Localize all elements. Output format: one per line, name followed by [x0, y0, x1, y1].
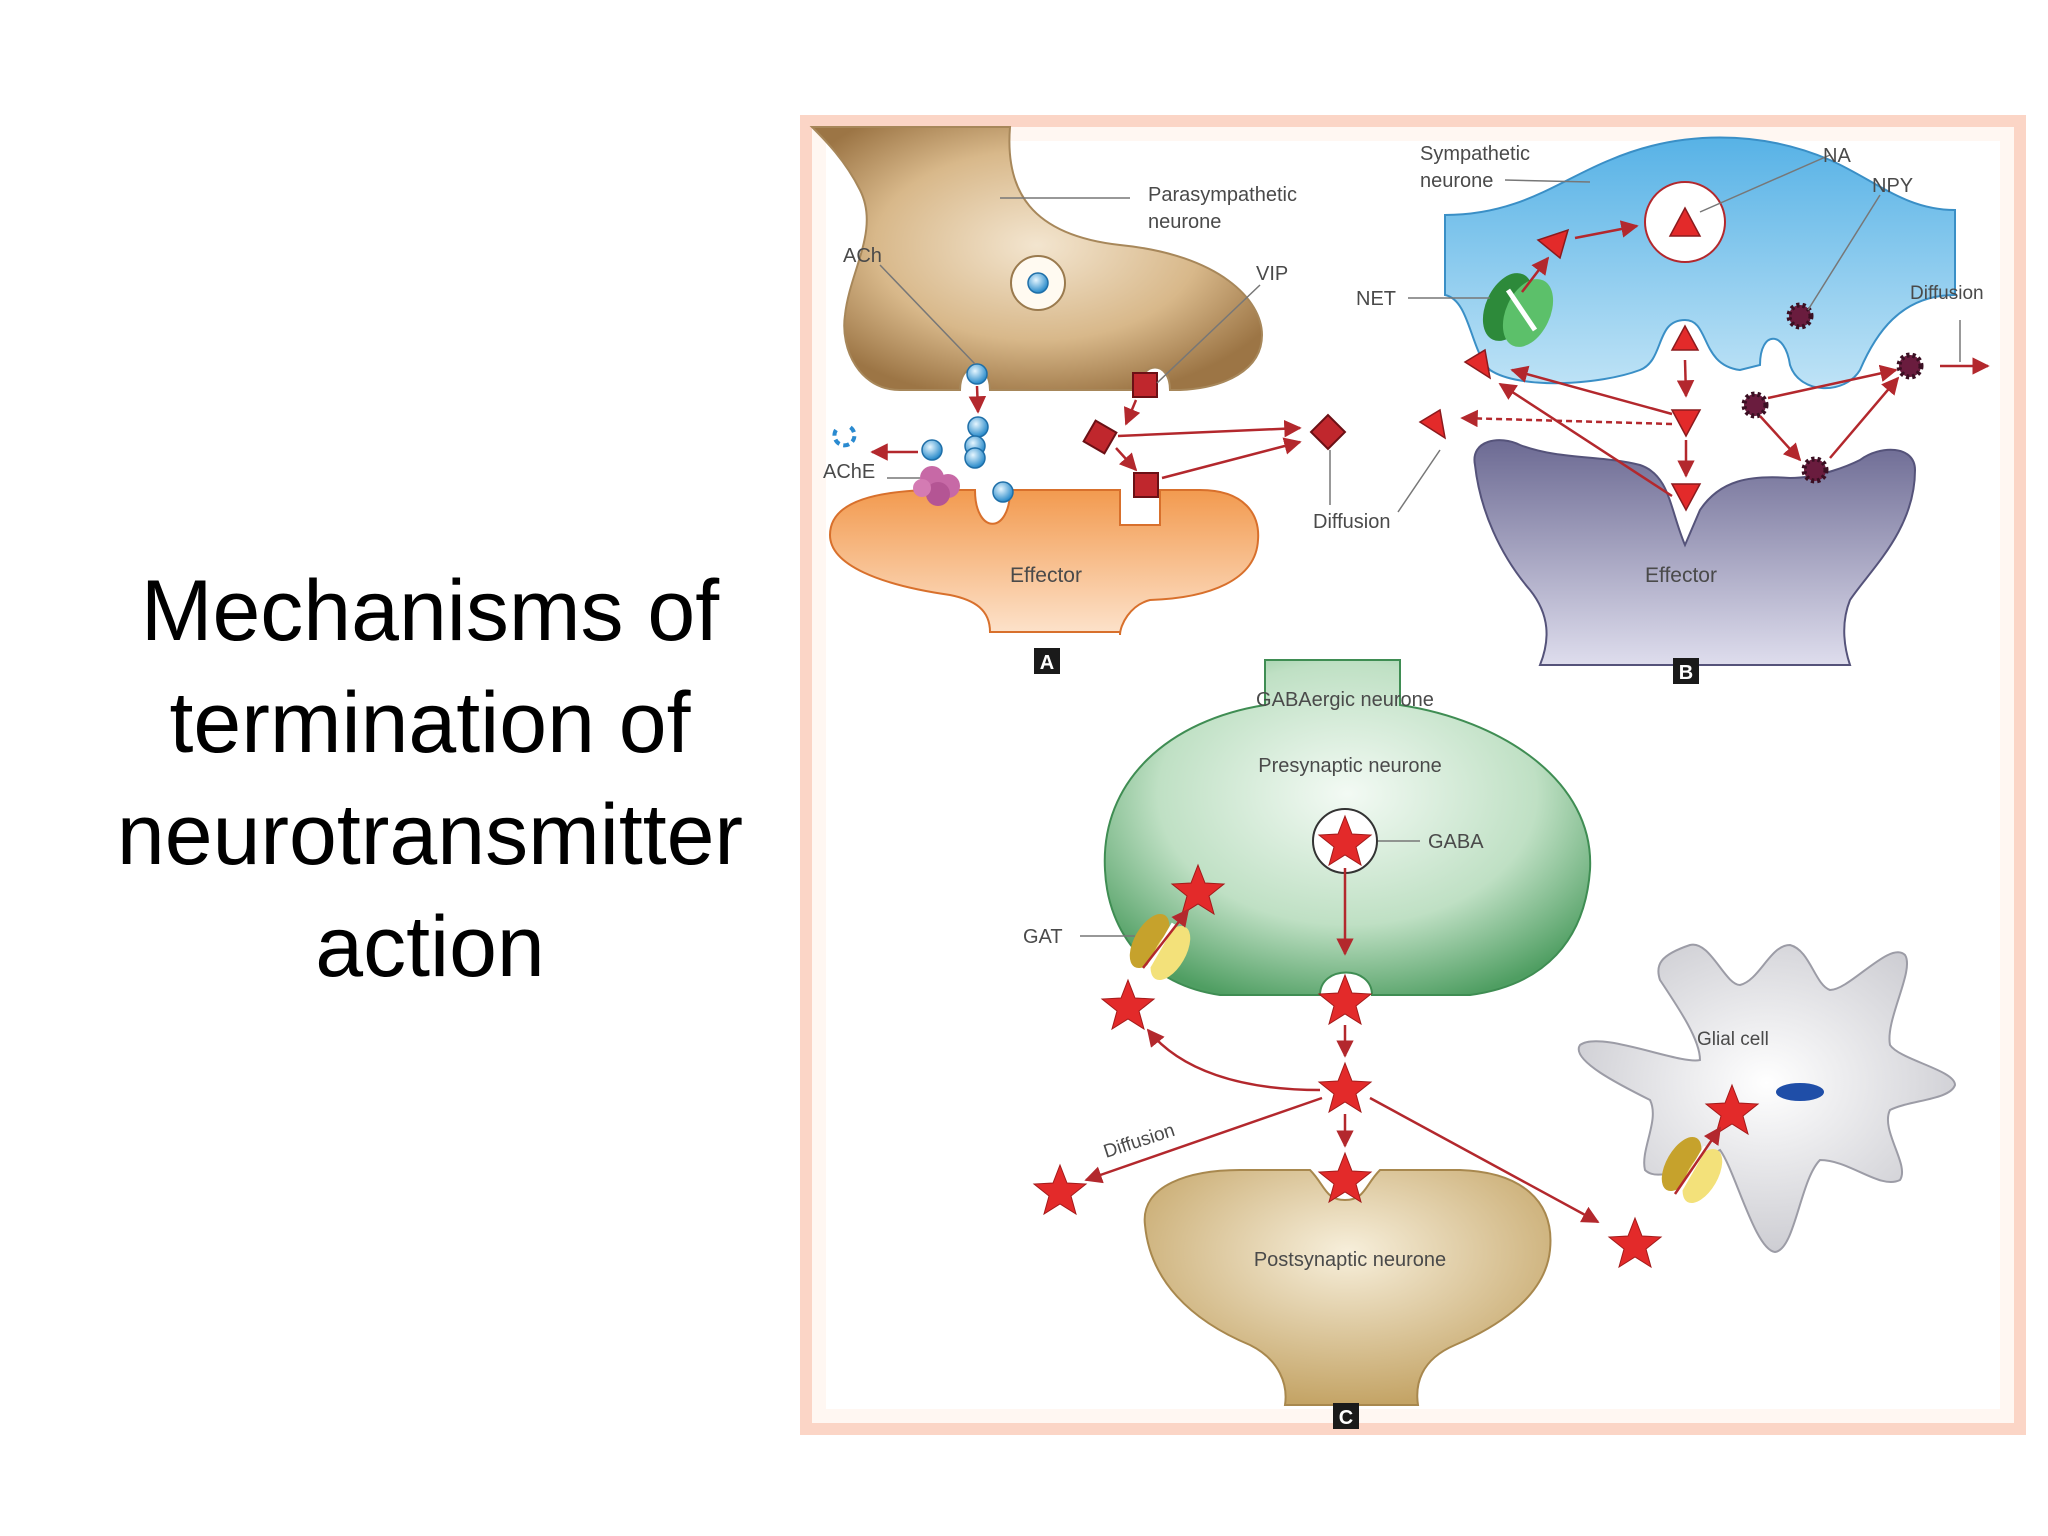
na-label: NA	[1823, 145, 1851, 167]
panel-b-badge	[1673, 658, 1699, 684]
net-label: NET	[1356, 288, 1396, 310]
diffusion-b-label: Diffusion	[1910, 283, 1984, 304]
gaba-molecules	[1032, 814, 1760, 1269]
glial-nucleus	[1776, 1083, 1824, 1101]
sympathetic-neurone-label-2: neurone	[1420, 170, 1493, 192]
title-line-1: Mechanisms of	[140, 563, 720, 659]
vip-molecules	[1082, 372, 1347, 498]
panel-c-arrows	[1084, 868, 1722, 1224]
ach-label: ACh	[843, 245, 882, 267]
panel-b-arrows	[1460, 220, 1990, 498]
parasympathetic-neurone-label-2: neurone	[1148, 211, 1221, 233]
panel-c-leaders	[1080, 840, 1420, 937]
vip-label: VIP	[1256, 263, 1288, 285]
na-molecules	[1418, 228, 1702, 512]
parasympathetic-neurone-label-1: Parasympathetic	[1148, 184, 1297, 206]
sympathetic-neurone-label-1: Sympathetic	[1420, 143, 1530, 165]
panel-a-letter: A	[1040, 652, 1054, 674]
panel-c-badge	[1333, 1403, 1359, 1429]
panel-a-arrows	[870, 385, 1302, 480]
panel-b: Sympathetic neurone NA NPY NET Diffusion…	[1356, 136, 1990, 684]
npy-label: NPY	[1872, 175, 1913, 197]
title-line-3: neurotransmitter	[116, 787, 744, 883]
panel-b-leaders	[1397, 154, 1961, 513]
diffusion-a-label: Diffusion	[1313, 511, 1390, 533]
gaba-label: GABA	[1428, 831, 1484, 853]
presynaptic-neurone-label: Presynaptic neurone	[1258, 755, 1441, 777]
title-line-4: action	[315, 899, 545, 995]
gat-label: GAT	[1023, 926, 1063, 948]
glial-cell	[1577, 943, 1957, 1254]
npy-molecules	[1741, 302, 1924, 484]
gabaergic-neurone-label: GABAergic neurone	[1256, 689, 1434, 711]
sympathetic-neurone	[1444, 136, 1956, 390]
effector-b-label: Effector	[1645, 564, 1717, 587]
effector-b	[1473, 439, 1917, 666]
panel-c-letter: C	[1339, 1407, 1353, 1429]
panel-c: GABAergic neurone Presynaptic neurone GA…	[1023, 659, 1957, 1429]
panel-a: Parasympathetic neurone ACh VIP AChE Eff…	[809, 126, 1390, 674]
glial-cell-label: Glial cell	[1697, 1029, 1769, 1050]
title-line-2: termination of	[169, 675, 691, 771]
panel-b-letter: B	[1679, 662, 1693, 684]
effector-a	[828, 489, 1260, 636]
ache-enzyme	[913, 466, 960, 506]
postsynaptic-neurone	[1143, 1169, 1552, 1406]
net-transporter	[1482, 273, 1554, 347]
effector-a-label: Effector	[1010, 564, 1082, 587]
slide-title: Mechanisms of termination of neurotransm…	[60, 555, 800, 1003]
panel-a-badge	[1034, 648, 1060, 674]
ache-label: AChE	[823, 461, 875, 483]
postsynaptic-neurone-label: Postsynaptic neurone	[1254, 1249, 1446, 1271]
panel-a-leaders	[879, 197, 1331, 505]
ach-molecules	[832, 363, 1014, 503]
